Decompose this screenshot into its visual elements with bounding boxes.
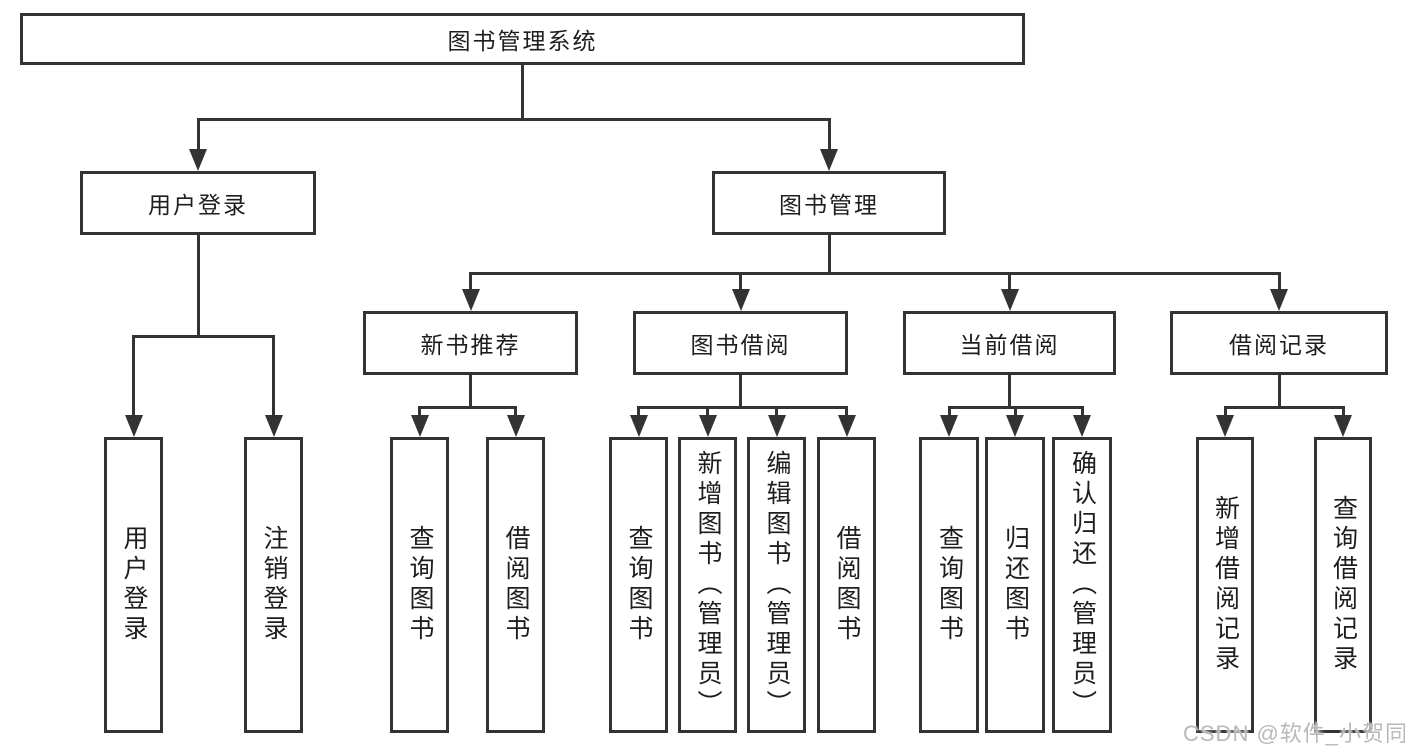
arrow-down-icon — [410, 415, 429, 437]
leaf-label: 归还图书 — [1001, 525, 1030, 645]
connector-line — [469, 272, 472, 293]
connector-line — [132, 335, 275, 338]
connector-line — [196, 235, 200, 337]
connector-line — [132, 335, 135, 419]
leaf-borrow-books-recommend: 借阅图书 — [486, 437, 545, 733]
node-label: 图书管理系统 — [447, 28, 598, 54]
connector-line — [827, 118, 831, 153]
arrow-down-icon — [1334, 415, 1352, 437]
node-user-login: 用户登录 — [80, 171, 316, 235]
leaf-label: 编辑图书（管理员） — [763, 450, 791, 720]
leaf-confirm-return-admin: 确认归还（管理员） — [1052, 437, 1112, 733]
node-current-borrowing: 当前借阅 — [903, 311, 1116, 375]
leaf-label: 借阅图书 — [502, 525, 530, 645]
node-label: 当前借阅 — [959, 332, 1060, 358]
arrow-down-icon — [1216, 415, 1234, 437]
connector-line — [1277, 272, 1281, 293]
leaf-logout: 注销登录 — [244, 437, 303, 733]
arrow-down-icon — [189, 149, 207, 171]
leaf-label: 查询图书 — [935, 525, 964, 645]
leaf-query-books-current: 查询图书 — [919, 437, 979, 733]
leaf-borrow-books: 借阅图书 — [817, 437, 876, 733]
arrow-down-icon — [731, 289, 750, 311]
node-label: 用户登录 — [148, 192, 248, 218]
leaf-label: 查询图书 — [406, 525, 434, 645]
arrow-down-icon — [820, 149, 838, 171]
node-label: 图书管理 — [779, 192, 879, 218]
node-borrow-records: 借阅记录 — [1170, 311, 1388, 375]
connector-line — [1013, 406, 1017, 419]
leaf-label: 用户登录 — [120, 525, 148, 645]
leaf-return-books: 归还图书 — [985, 437, 1045, 733]
connector-line — [1223, 406, 1227, 419]
connector-line — [469, 375, 472, 408]
connector-line — [775, 406, 778, 419]
connector-line — [827, 235, 831, 274]
arrow-down-icon — [1000, 289, 1019, 311]
connector-line — [196, 118, 200, 153]
connector-line — [272, 335, 275, 419]
leaf-label: 借阅图书 — [833, 525, 861, 645]
leaf-label: 新增图书（管理员） — [694, 450, 722, 720]
node-label: 新书推荐 — [420, 332, 521, 358]
leaf-query-borrow-record: 查询借阅记录 — [1314, 437, 1372, 733]
watermark: CSDN @软件_小贺同学 — [1183, 721, 1405, 746]
leaf-query-books-borrow: 查询图书 — [609, 437, 668, 733]
connector-line — [521, 65, 524, 120]
leaf-label: 查询借阅记录 — [1329, 495, 1358, 675]
arrow-down-icon — [767, 415, 786, 437]
arrow-down-icon — [1006, 415, 1024, 437]
leaf-user-login: 用户登录 — [104, 437, 163, 733]
leaf-add-borrow-record: 新增借阅记录 — [1196, 437, 1254, 733]
node-root-system: 图书管理系统 — [20, 13, 1025, 65]
arrow-down-icon — [940, 415, 958, 437]
leaf-label: 注销登录 — [260, 525, 288, 645]
connector-line — [845, 406, 848, 419]
arrow-down-icon — [1270, 289, 1288, 311]
arrow-down-icon — [837, 415, 856, 437]
leaf-label: 新增借阅记录 — [1211, 495, 1240, 675]
arrow-down-icon — [264, 415, 283, 437]
arrow-down-icon — [506, 415, 525, 437]
arrow-down-icon — [698, 415, 717, 437]
node-label: 图书借阅 — [690, 332, 791, 358]
connector-line — [469, 272, 1281, 275]
connector-line — [947, 406, 951, 419]
leaf-label: 确认归还（管理员） — [1068, 450, 1097, 720]
connector-line — [1008, 375, 1011, 408]
connector-line — [1277, 375, 1281, 408]
node-book-borrowing: 图书借阅 — [633, 311, 848, 375]
arrow-down-icon — [461, 289, 480, 311]
node-book-management: 图书管理 — [712, 171, 946, 235]
arrow-down-icon — [1073, 415, 1091, 437]
connector-line — [637, 406, 848, 409]
connector-line — [1008, 272, 1011, 293]
arrow-down-icon — [124, 415, 143, 437]
connector-line — [514, 406, 517, 419]
arrow-down-icon — [629, 415, 648, 437]
leaf-edit-books-admin: 编辑图书（管理员） — [747, 437, 806, 733]
connector-line — [1341, 406, 1345, 419]
node-new-book-recommend: 新书推荐 — [363, 311, 578, 375]
leaf-query-books-recommend: 查询图书 — [390, 437, 449, 733]
leaf-add-books-admin: 新增图书（管理员） — [678, 437, 737, 733]
connector-line — [196, 118, 831, 121]
node-label: 借阅记录 — [1229, 332, 1329, 358]
connector-line — [1080, 406, 1084, 419]
leaf-label: 查询图书 — [625, 525, 653, 645]
connector-line — [739, 272, 742, 293]
connector-line — [637, 406, 640, 419]
connector-line — [739, 375, 742, 408]
connector-line — [418, 406, 517, 409]
connector-line — [706, 406, 709, 419]
connector-line — [418, 406, 421, 419]
connector-line — [1223, 406, 1345, 409]
